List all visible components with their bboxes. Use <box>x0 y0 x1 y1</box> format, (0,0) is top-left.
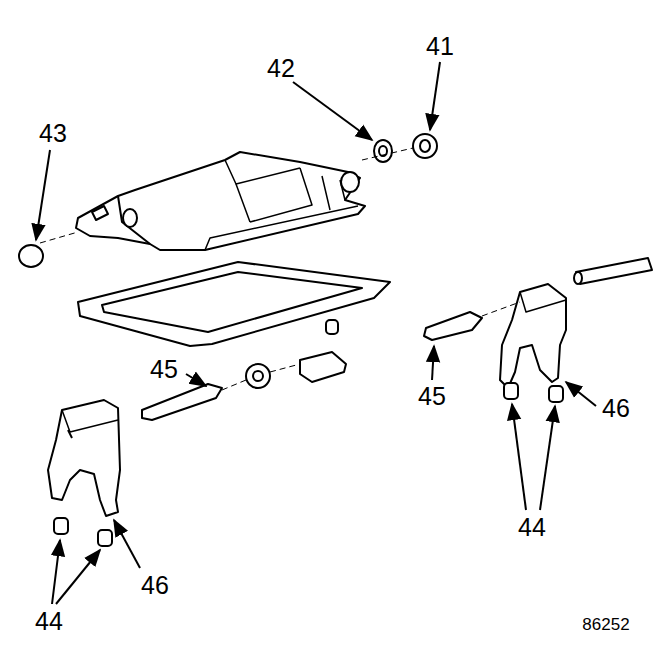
callout-number: 41 <box>426 34 454 59</box>
callout-number: 46 <box>602 396 630 421</box>
callout-number: 46 <box>141 573 169 598</box>
callout-number: 44 <box>35 609 63 634</box>
callout-number: 45 <box>418 384 446 409</box>
callout-number: 45 <box>150 357 178 382</box>
callout-number: 44 <box>518 515 546 540</box>
leader-arrows <box>36 62 596 604</box>
figure-number: 86252 <box>582 616 629 633</box>
callout-number: 42 <box>267 56 295 81</box>
callout-number: 43 <box>39 121 67 146</box>
